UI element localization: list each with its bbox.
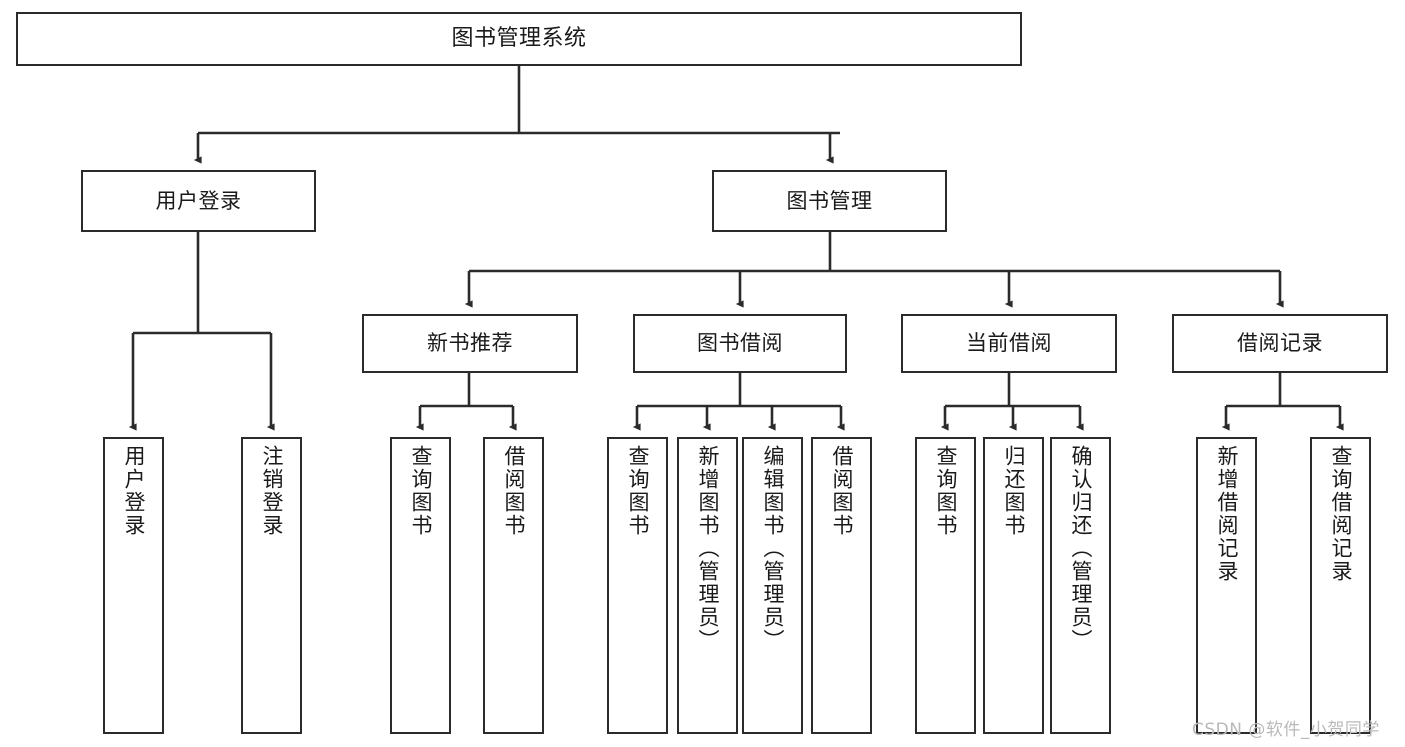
node-label: 图书管理系统: [451, 26, 587, 52]
leaf-current-borrow-query-books[interactable]: 查询图书: [915, 437, 976, 734]
leaf-user-login-login[interactable]: 用户登录: [103, 437, 164, 734]
leaf-current-borrow-confirm-return-admin[interactable]: 确认归还（管理员）: [1050, 437, 1111, 734]
node-label: 新增借阅记录: [1215, 445, 1239, 583]
node-label: 新书推荐: [427, 331, 513, 356]
node-book-management[interactable]: 图书管理: [712, 170, 947, 232]
leaf-book-borrow-add-book-admin[interactable]: 新增图书（管理员）: [677, 437, 738, 734]
node-label: 编辑图书（管理员）: [761, 445, 785, 652]
node-label: 注销登录: [260, 445, 284, 537]
node-label: 用户登录: [155, 188, 242, 213]
node-label: 查询图书: [409, 445, 433, 537]
node-borrowing-record[interactable]: 借阅记录: [1172, 314, 1388, 373]
node-label: 查询图书: [934, 445, 958, 537]
leaf-book-borrow-borrow-books[interactable]: 借阅图书: [811, 437, 872, 734]
node-label: 图书管理: [786, 188, 873, 213]
node-label: 用户登录: [122, 445, 146, 537]
node-label: 当前借阅: [966, 331, 1052, 356]
node-user-login[interactable]: 用户登录: [81, 170, 316, 232]
node-label: 新增图书（管理员）: [696, 445, 720, 652]
leaf-borrow-record-add-record[interactable]: 新增借阅记录: [1196, 437, 1257, 734]
node-label: 借阅图书: [830, 445, 854, 537]
leaf-book-borrow-query-books[interactable]: 查询图书: [607, 437, 668, 734]
node-label: 查询图书: [626, 445, 650, 537]
node-new-book-recommendation[interactable]: 新书推荐: [362, 314, 578, 373]
node-label: 借阅图书: [502, 445, 526, 537]
leaf-user-login-logout[interactable]: 注销登录: [241, 437, 302, 734]
node-label: 图书借阅: [697, 331, 783, 356]
node-current-borrowing[interactable]: 当前借阅: [901, 314, 1117, 373]
node-root-book-management-system[interactable]: 图书管理系统: [16, 12, 1022, 66]
leaf-borrow-record-query-record[interactable]: 查询借阅记录: [1310, 437, 1371, 734]
leaf-current-borrow-return-books[interactable]: 归还图书: [983, 437, 1044, 734]
leaf-book-borrow-edit-book-admin[interactable]: 编辑图书（管理员）: [742, 437, 803, 734]
node-label: 归还图书: [1002, 445, 1026, 537]
leaf-new-book-query-books[interactable]: 查询图书: [390, 437, 451, 734]
node-label: 借阅记录: [1237, 331, 1323, 356]
leaf-new-book-borrow-books[interactable]: 借阅图书: [483, 437, 544, 734]
node-book-borrowing[interactable]: 图书借阅: [633, 314, 847, 373]
csdn-watermark: CSDN @软件_小贺同学: [1192, 720, 1380, 740]
node-label: 确认归还（管理员）: [1069, 445, 1093, 652]
node-label: 查询借阅记录: [1329, 445, 1353, 583]
